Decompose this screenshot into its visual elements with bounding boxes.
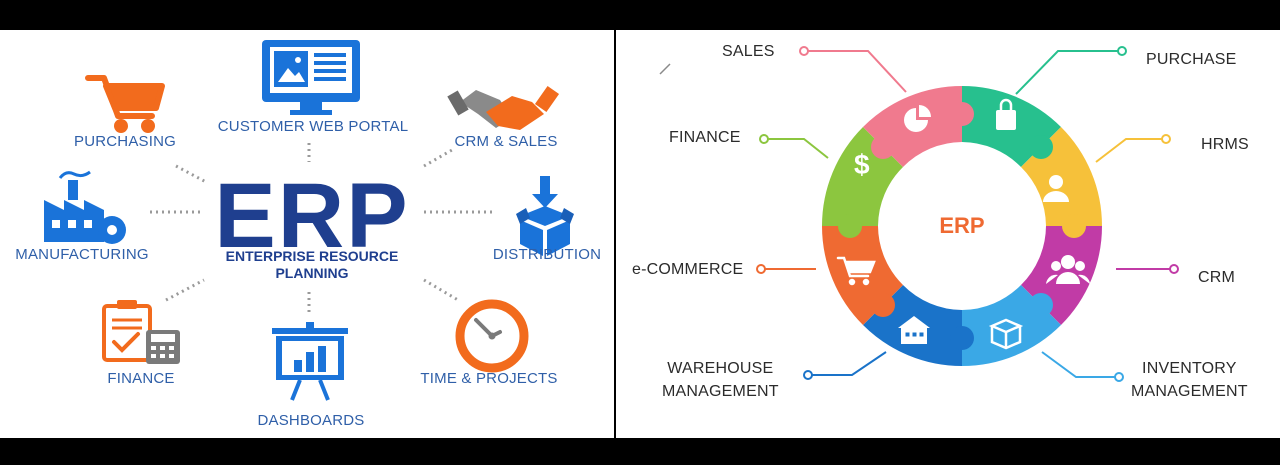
purchase-label: PURCHASE xyxy=(1146,51,1237,68)
wheel-center-label: ERP xyxy=(939,213,985,238)
left-diagram-graphics xyxy=(44,40,574,401)
warehouse-management-label: WAREHOUSE MANAGEMENT xyxy=(662,357,779,403)
erp-wheel-diagram: $ ERP SALES PURCHASE FINANCE HRMS e-COMM… xyxy=(616,30,1280,438)
time-projects-label: TIME & PROJECTS xyxy=(420,370,558,387)
erp-subtitle-line1: ENTERPRISE RESOURCE xyxy=(225,248,399,264)
box-download-icon xyxy=(516,176,574,256)
dollar-icon: $ xyxy=(854,149,870,180)
warehouse-label-line1: WAREHOUSE xyxy=(667,360,774,377)
user-icon xyxy=(1043,175,1069,202)
warehouse-icon xyxy=(898,316,930,344)
crm-label: CRM xyxy=(1198,269,1236,286)
decorative-stroke xyxy=(659,63,671,75)
erp-modules-diagram: CUSTOMER WEB PORTAL PURCHASING CRM & SAL… xyxy=(0,30,614,438)
shopping-cart-icon xyxy=(85,75,165,133)
monitor-icon xyxy=(262,40,360,115)
inventory-label-line2: MANAGEMENT xyxy=(1131,383,1248,400)
distribution-label: DISTRIBUTION xyxy=(492,246,602,263)
customer-web-portal-label: CUSTOMER WEB PORTAL xyxy=(217,118,409,135)
ecommerce-cart-icon xyxy=(836,256,876,286)
users-icon xyxy=(1046,255,1090,284)
connector-lines xyxy=(150,143,492,314)
ecommerce-label: e-COMMERCE xyxy=(632,261,744,278)
segment-icons xyxy=(836,98,1090,350)
clipboard-calculator-icon xyxy=(102,300,180,364)
finance-label: FINANCE xyxy=(107,370,175,387)
warehouse-label-line2: MANAGEMENT xyxy=(662,383,779,400)
finance-label-right: FINANCE xyxy=(669,129,741,146)
inventory-label-line1: INVENTORY xyxy=(1142,360,1237,377)
handshake-icon xyxy=(447,85,560,130)
inventory-management-label: INVENTORY MANAGEMENT xyxy=(1131,357,1248,403)
dashboards-label: DASHBOARDS xyxy=(257,412,365,429)
manufacturing-label: MANUFACTURING xyxy=(15,246,149,263)
erp-title: ERP xyxy=(214,165,410,267)
shopping-bag-icon xyxy=(996,98,1016,130)
wheel-connectors xyxy=(761,50,1174,378)
factory-icon xyxy=(44,170,126,244)
hrms-label: HRMS xyxy=(1201,136,1249,153)
right-diagram-graphics: $ xyxy=(659,46,1179,382)
open-box-icon xyxy=(988,318,1024,350)
purchasing-label: PURCHASING xyxy=(73,133,177,150)
clock-icon xyxy=(455,299,529,373)
erp-subtitle-line2: PLANNING xyxy=(275,265,349,281)
erp-wheel xyxy=(822,86,1102,366)
pie-chart-icon xyxy=(904,105,931,132)
sales-label: SALES xyxy=(722,43,775,60)
presentation-board-icon xyxy=(272,322,348,401)
crm-sales-label: CRM & SALES xyxy=(454,133,558,150)
connector-dots xyxy=(756,46,1179,382)
